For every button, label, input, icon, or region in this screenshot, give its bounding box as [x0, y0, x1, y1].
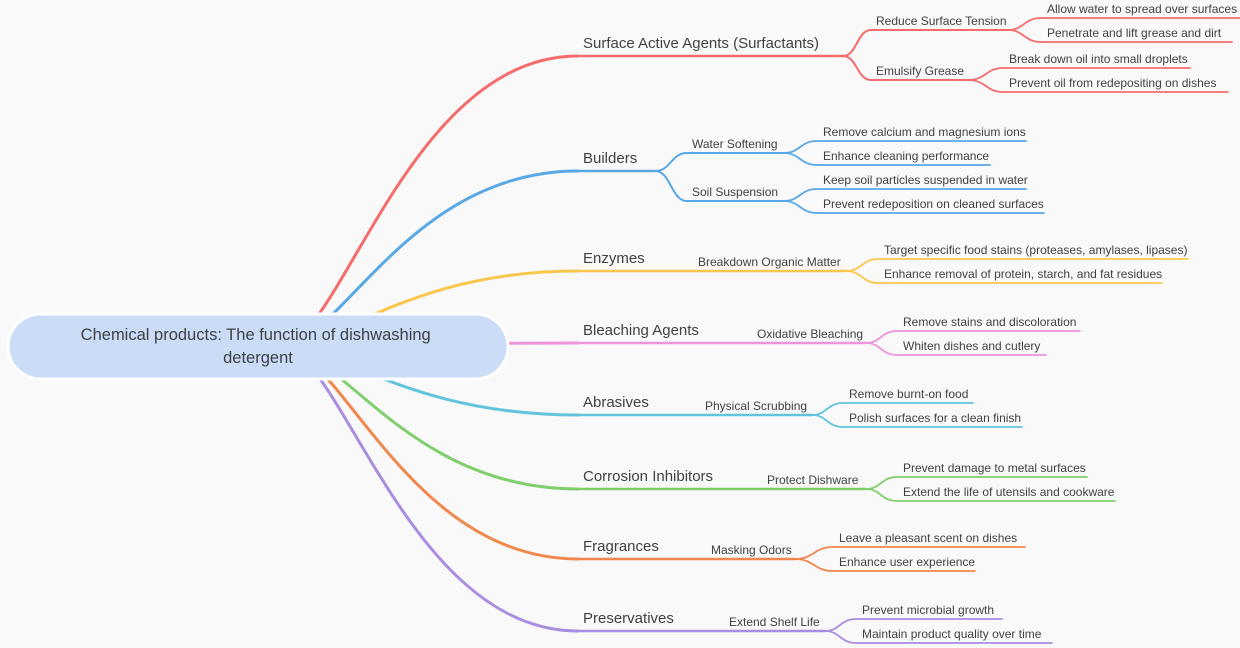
- leaf-prevent-microbial-growth[interactable]: Prevent microbial growth: [862, 603, 994, 617]
- link-root-surfactants: [278, 54, 580, 348]
- leaf-prevent-metal-damage[interactable]: Prevent damage to metal surfaces: [903, 461, 1086, 475]
- leaf-target-food-stains[interactable]: Target specific food stains (proteases, …: [884, 243, 1187, 257]
- link-keep-soil-suspended: [783, 188, 818, 202]
- link-break-down-oil: [967, 67, 1004, 81]
- root-node-label[interactable]: Chemical products: The function of dishw…: [81, 326, 436, 367]
- branch-corrosion-inhibitors: Corrosion Inhibitors Protect Dishware Pr…: [576, 461, 1116, 502]
- node-bleaching-agents[interactable]: Bleaching Agents: [583, 322, 699, 339]
- link-surfactants-reduce-surface-tension: [842, 29, 872, 57]
- link-builders-soil-suspension: [654, 170, 688, 202]
- node-surfactants[interactable]: Surface Active Agents (Surfactants): [583, 35, 819, 52]
- link-pleasant-scent: [794, 546, 834, 560]
- leaf-remove-burnt-food[interactable]: Remove burnt-on food: [849, 387, 968, 401]
- link-user-experience: [794, 558, 834, 572]
- link-prevent-microbial-growth: [824, 618, 857, 632]
- link-remove-stains: [865, 330, 898, 344]
- leaf-pleasant-scent[interactable]: Leave a pleasant scent on dishes: [839, 531, 1017, 545]
- link-whiten-dishes: [865, 342, 898, 356]
- root-node[interactable]: [6, 312, 510, 381]
- branch-builders: Builders Water Softening Soil Suspension…: [576, 125, 1045, 214]
- link-prevent-redeposition: [783, 200, 818, 214]
- branch-enzymes: Enzymes Breakdown Organic Matter Target …: [576, 243, 1189, 284]
- link-surfactants-emulsify-grease: [842, 55, 872, 81]
- leaf-keep-soil-suspended[interactable]: Keep soil particles suspended in water: [823, 173, 1028, 187]
- node-protect-dishware[interactable]: Protect Dishware: [767, 473, 859, 487]
- leaf-polish-surfaces[interactable]: Polish surfaces for a clean finish: [849, 411, 1021, 425]
- link-builders-water-softening: [654, 152, 688, 172]
- leaf-enhance-residue-removal[interactable]: Enhance removal of protein, starch, and …: [884, 267, 1162, 281]
- link-penetrate-lift-grease: [1007, 29, 1042, 43]
- leaf-remove-calcium-magnesium[interactable]: Remove calcium and magnesium ions: [823, 125, 1026, 139]
- branch-surfactants: Surface Active Agents (Surfactants) Redu…: [576, 2, 1240, 93]
- leaf-extend-utensil-life[interactable]: Extend the life of utensils and cookware: [903, 485, 1115, 499]
- link-root-preservatives: [278, 344, 580, 633]
- node-physical-scrubbing[interactable]: Physical Scrubbing: [705, 399, 807, 413]
- node-soil-suspension[interactable]: Soil Suspension: [692, 185, 778, 199]
- branch-preservatives: Preservatives Extend Shelf Life Prevent …: [576, 603, 1053, 644]
- branch-abrasives: Abrasives Physical Scrubbing Remove burn…: [576, 387, 1023, 428]
- node-fragrances[interactable]: Fragrances: [583, 538, 659, 555]
- node-masking-odors[interactable]: Masking Odors: [711, 543, 792, 557]
- leaf-prevent-redeposition[interactable]: Prevent redeposition on cleaned surfaces: [823, 197, 1044, 211]
- leaf-allow-water-spread[interactable]: Allow water to spread over surfaces: [1047, 2, 1237, 16]
- node-breakdown-organic-matter[interactable]: Breakdown Organic Matter: [698, 255, 841, 269]
- leaf-remove-stains[interactable]: Remove stains and discoloration: [903, 315, 1076, 329]
- leaf-enhance-cleaning[interactable]: Enhance cleaning performance: [823, 149, 989, 163]
- node-extend-shelf-life[interactable]: Extend Shelf Life: [729, 615, 820, 629]
- node-enzymes[interactable]: Enzymes: [583, 250, 645, 267]
- link-enhance-residue-removal: [845, 270, 879, 284]
- node-emulsify-grease[interactable]: Emulsify Grease: [876, 64, 964, 78]
- leaf-user-experience[interactable]: Enhance user experience: [839, 555, 975, 569]
- branch-fragrances: Fragrances Masking Odors Leave a pleasan…: [576, 531, 1026, 572]
- node-preservatives[interactable]: Preservatives: [583, 610, 674, 627]
- link-prevent-metal-damage: [865, 476, 898, 490]
- link-polish-surfaces: [811, 414, 844, 428]
- node-water-softening[interactable]: Water Softening: [692, 137, 778, 151]
- node-reduce-surface-tension[interactable]: Reduce Surface Tension: [876, 14, 1007, 28]
- branch-bleaching-agents: Bleaching Agents Oxidative Bleaching Rem…: [576, 315, 1081, 356]
- link-prevent-oil-redeposit: [967, 79, 1004, 93]
- link-remove-burnt-food: [811, 402, 844, 416]
- root-node-group: Chemical products: The function of dishw…: [6, 312, 510, 381]
- node-oxidative-bleaching[interactable]: Oxidative Bleaching: [757, 327, 863, 341]
- node-builders[interactable]: Builders: [583, 150, 637, 167]
- leaf-penetrate-lift-grease[interactable]: Penetrate and lift grease and dirt: [1047, 26, 1222, 40]
- leaf-maintain-quality[interactable]: Maintain product quality over time: [862, 627, 1042, 641]
- leaf-whiten-dishes[interactable]: Whiten dishes and cutlery: [903, 339, 1040, 353]
- link-allow-water-spread: [1007, 17, 1042, 31]
- link-enhance-cleaning: [783, 152, 818, 166]
- node-corrosion-inhibitors[interactable]: Corrosion Inhibitors: [583, 468, 713, 485]
- node-abrasives[interactable]: Abrasives: [583, 394, 649, 411]
- link-target-food-stains: [845, 258, 879, 272]
- link-maintain-quality: [824, 630, 857, 644]
- link-extend-utensil-life: [865, 488, 898, 502]
- leaf-prevent-oil-redeposit[interactable]: Prevent oil from redepositing on dishes: [1009, 76, 1216, 90]
- leaf-break-down-oil[interactable]: Break down oil into small droplets: [1009, 52, 1188, 66]
- link-remove-calcium-magnesium: [783, 140, 818, 154]
